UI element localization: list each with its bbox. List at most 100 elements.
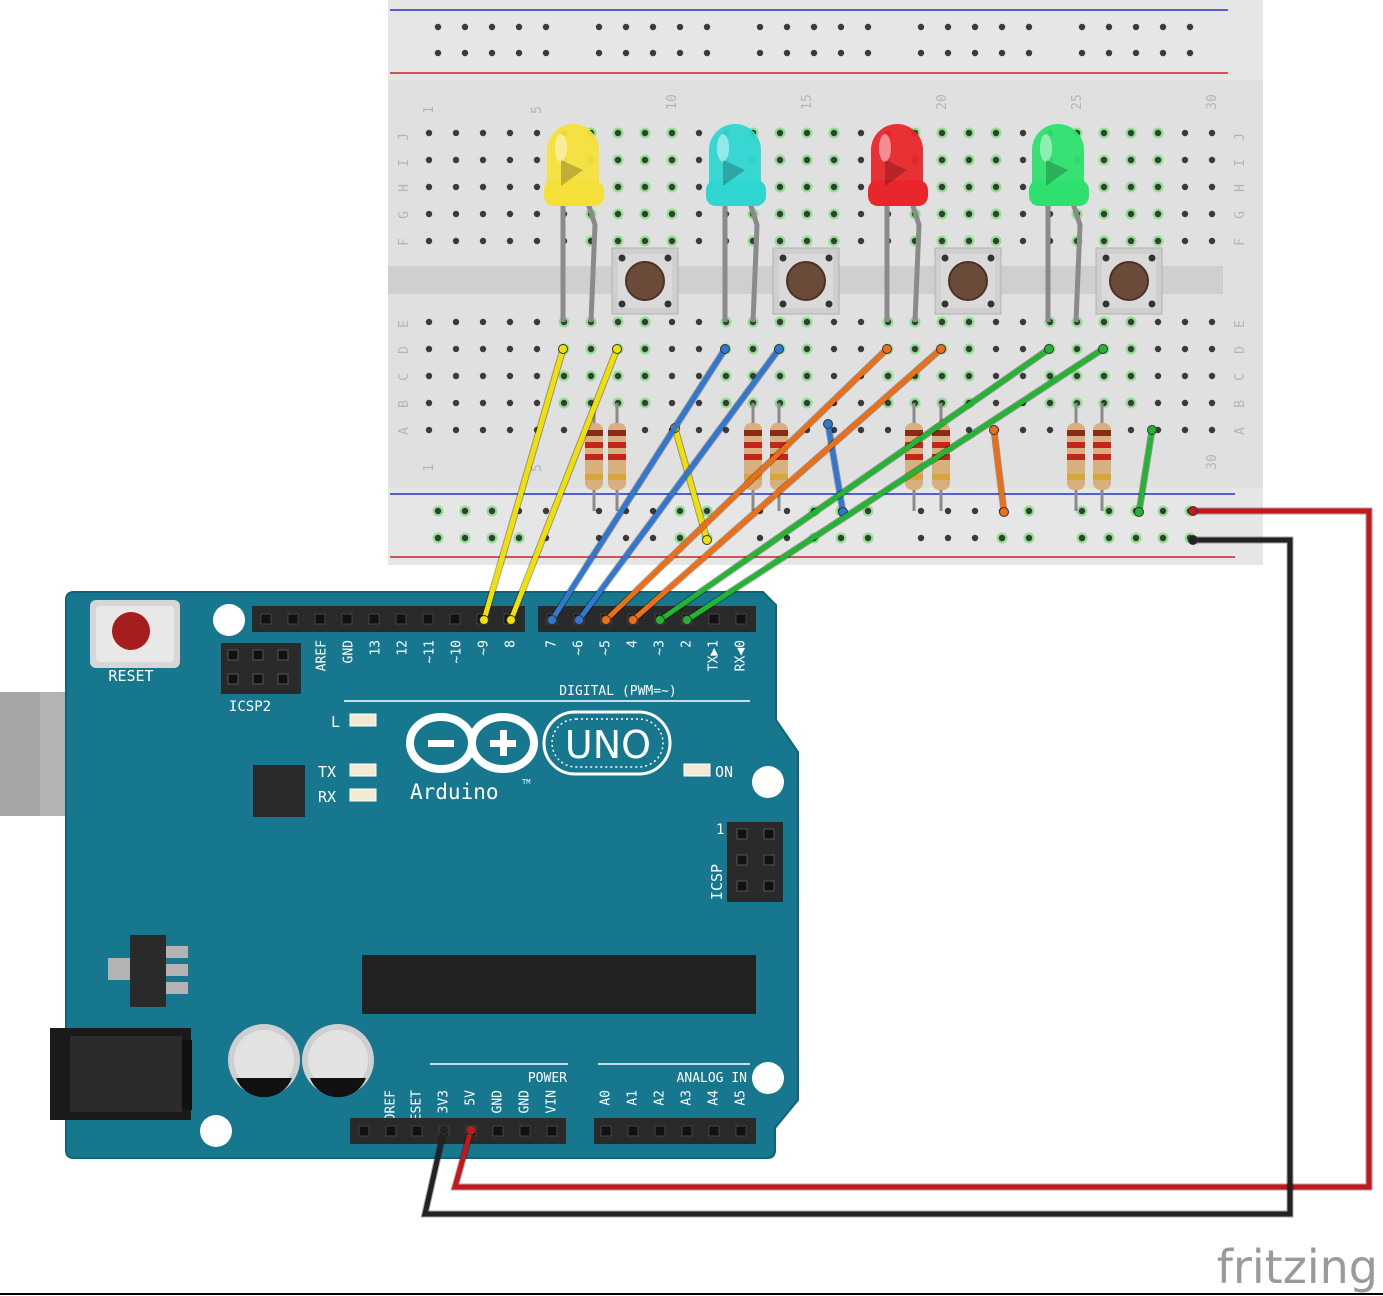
rail-hole — [971, 49, 979, 57]
top-pin-label: GND — [342, 640, 357, 664]
wire-orange-pin5 — [603, 346, 890, 623]
hole — [776, 183, 784, 191]
bottom-pin-socket — [519, 1125, 531, 1137]
resistor-band — [608, 442, 626, 448]
hole — [1181, 237, 1189, 245]
bottom-pin-socket — [627, 1125, 639, 1137]
hole — [830, 345, 838, 353]
wire-blue-pin6-end — [574, 615, 584, 625]
resistor-band — [585, 442, 603, 448]
wire-orange-short-end — [999, 507, 1009, 517]
led-leg-bent — [908, 199, 922, 323]
rail-hole — [595, 507, 603, 515]
hole — [1127, 345, 1135, 353]
hole — [857, 345, 865, 353]
wire-blue-pin6-end — [774, 344, 784, 354]
button-cap-ring — [1109, 261, 1149, 301]
rail-hole — [998, 49, 1006, 57]
hole — [1127, 183, 1135, 191]
button-corner — [1148, 300, 1156, 308]
regulator-tab-4 — [166, 982, 188, 994]
resistor-band — [1067, 430, 1085, 436]
hole — [641, 129, 649, 137]
hole — [506, 399, 514, 407]
hole — [1127, 318, 1135, 326]
barrel-jack-face — [70, 1036, 182, 1112]
row-letter-c-right: C — [1233, 373, 1248, 381]
rail-hole — [971, 23, 979, 31]
led-rim — [544, 180, 604, 206]
button-cap — [787, 262, 825, 300]
resistor-band — [744, 430, 762, 436]
hole — [479, 237, 487, 245]
hole — [641, 156, 649, 164]
hole — [1208, 345, 1216, 353]
led-highlight — [555, 134, 567, 162]
rail-hole — [783, 507, 791, 515]
led-rim — [1029, 180, 1089, 206]
hole — [425, 399, 433, 407]
hole — [425, 129, 433, 137]
rail-hole — [837, 23, 845, 31]
hole — [803, 210, 811, 218]
push-button-3 — [934, 247, 1002, 315]
top-pin-label: TX▶1 — [707, 640, 722, 671]
hole — [1100, 183, 1108, 191]
hole — [992, 129, 1000, 137]
hole — [776, 129, 784, 137]
button-corner — [825, 254, 833, 262]
rail-hole — [488, 534, 496, 542]
row-letter-f-left: F — [397, 238, 412, 246]
hole — [506, 372, 514, 380]
hole — [965, 210, 973, 218]
hole — [1181, 318, 1189, 326]
bottom-pin-socket — [654, 1125, 666, 1137]
hole — [695, 426, 703, 434]
rail-hole — [622, 23, 630, 31]
hole — [506, 183, 514, 191]
hole — [452, 237, 460, 245]
analog-label: ANALOG IN — [677, 1071, 747, 1086]
hole — [749, 345, 757, 353]
top-pin-label: 4 — [626, 640, 641, 648]
reset-button-cap[interactable] — [112, 612, 150, 650]
rail-hole — [1132, 23, 1140, 31]
rail-hole — [864, 23, 872, 31]
hole — [641, 399, 649, 407]
power-pin-label: GND — [491, 1090, 506, 1114]
wire-orange-pin5-end — [882, 344, 892, 354]
resistor-7 — [1067, 403, 1085, 511]
hole — [1154, 399, 1162, 407]
bottom-pin-socket — [681, 1125, 693, 1137]
button-corner — [618, 254, 626, 262]
hole — [830, 183, 838, 191]
bottom-pin-socket — [411, 1125, 423, 1137]
icsp2-pins — [227, 649, 289, 685]
bottom-pin-socket — [546, 1125, 558, 1137]
hole — [641, 426, 649, 434]
arduino-logo: Arduino TM — [406, 713, 538, 804]
hole — [506, 129, 514, 137]
power-pin-label: 3V3 — [437, 1090, 452, 1113]
hole — [695, 210, 703, 218]
rail-hole — [917, 534, 925, 542]
bottom-pin-socket — [708, 1125, 720, 1137]
icsp-pins — [736, 828, 775, 892]
hole — [425, 345, 433, 353]
hole — [1127, 426, 1135, 434]
hole — [506, 318, 514, 326]
hole — [479, 156, 487, 164]
wire-yellow-short-end — [702, 535, 712, 545]
rail-hole — [1105, 23, 1113, 31]
button-corner — [941, 300, 949, 308]
uno-badge-outer — [542, 710, 672, 776]
wire-yellow-short — [672, 425, 710, 543]
hole — [452, 129, 460, 137]
hole — [641, 318, 649, 326]
resistors — [585, 403, 1111, 511]
led-2 — [706, 124, 766, 323]
icsp-pin — [736, 828, 748, 840]
hole — [722, 372, 730, 380]
hole — [1019, 372, 1027, 380]
